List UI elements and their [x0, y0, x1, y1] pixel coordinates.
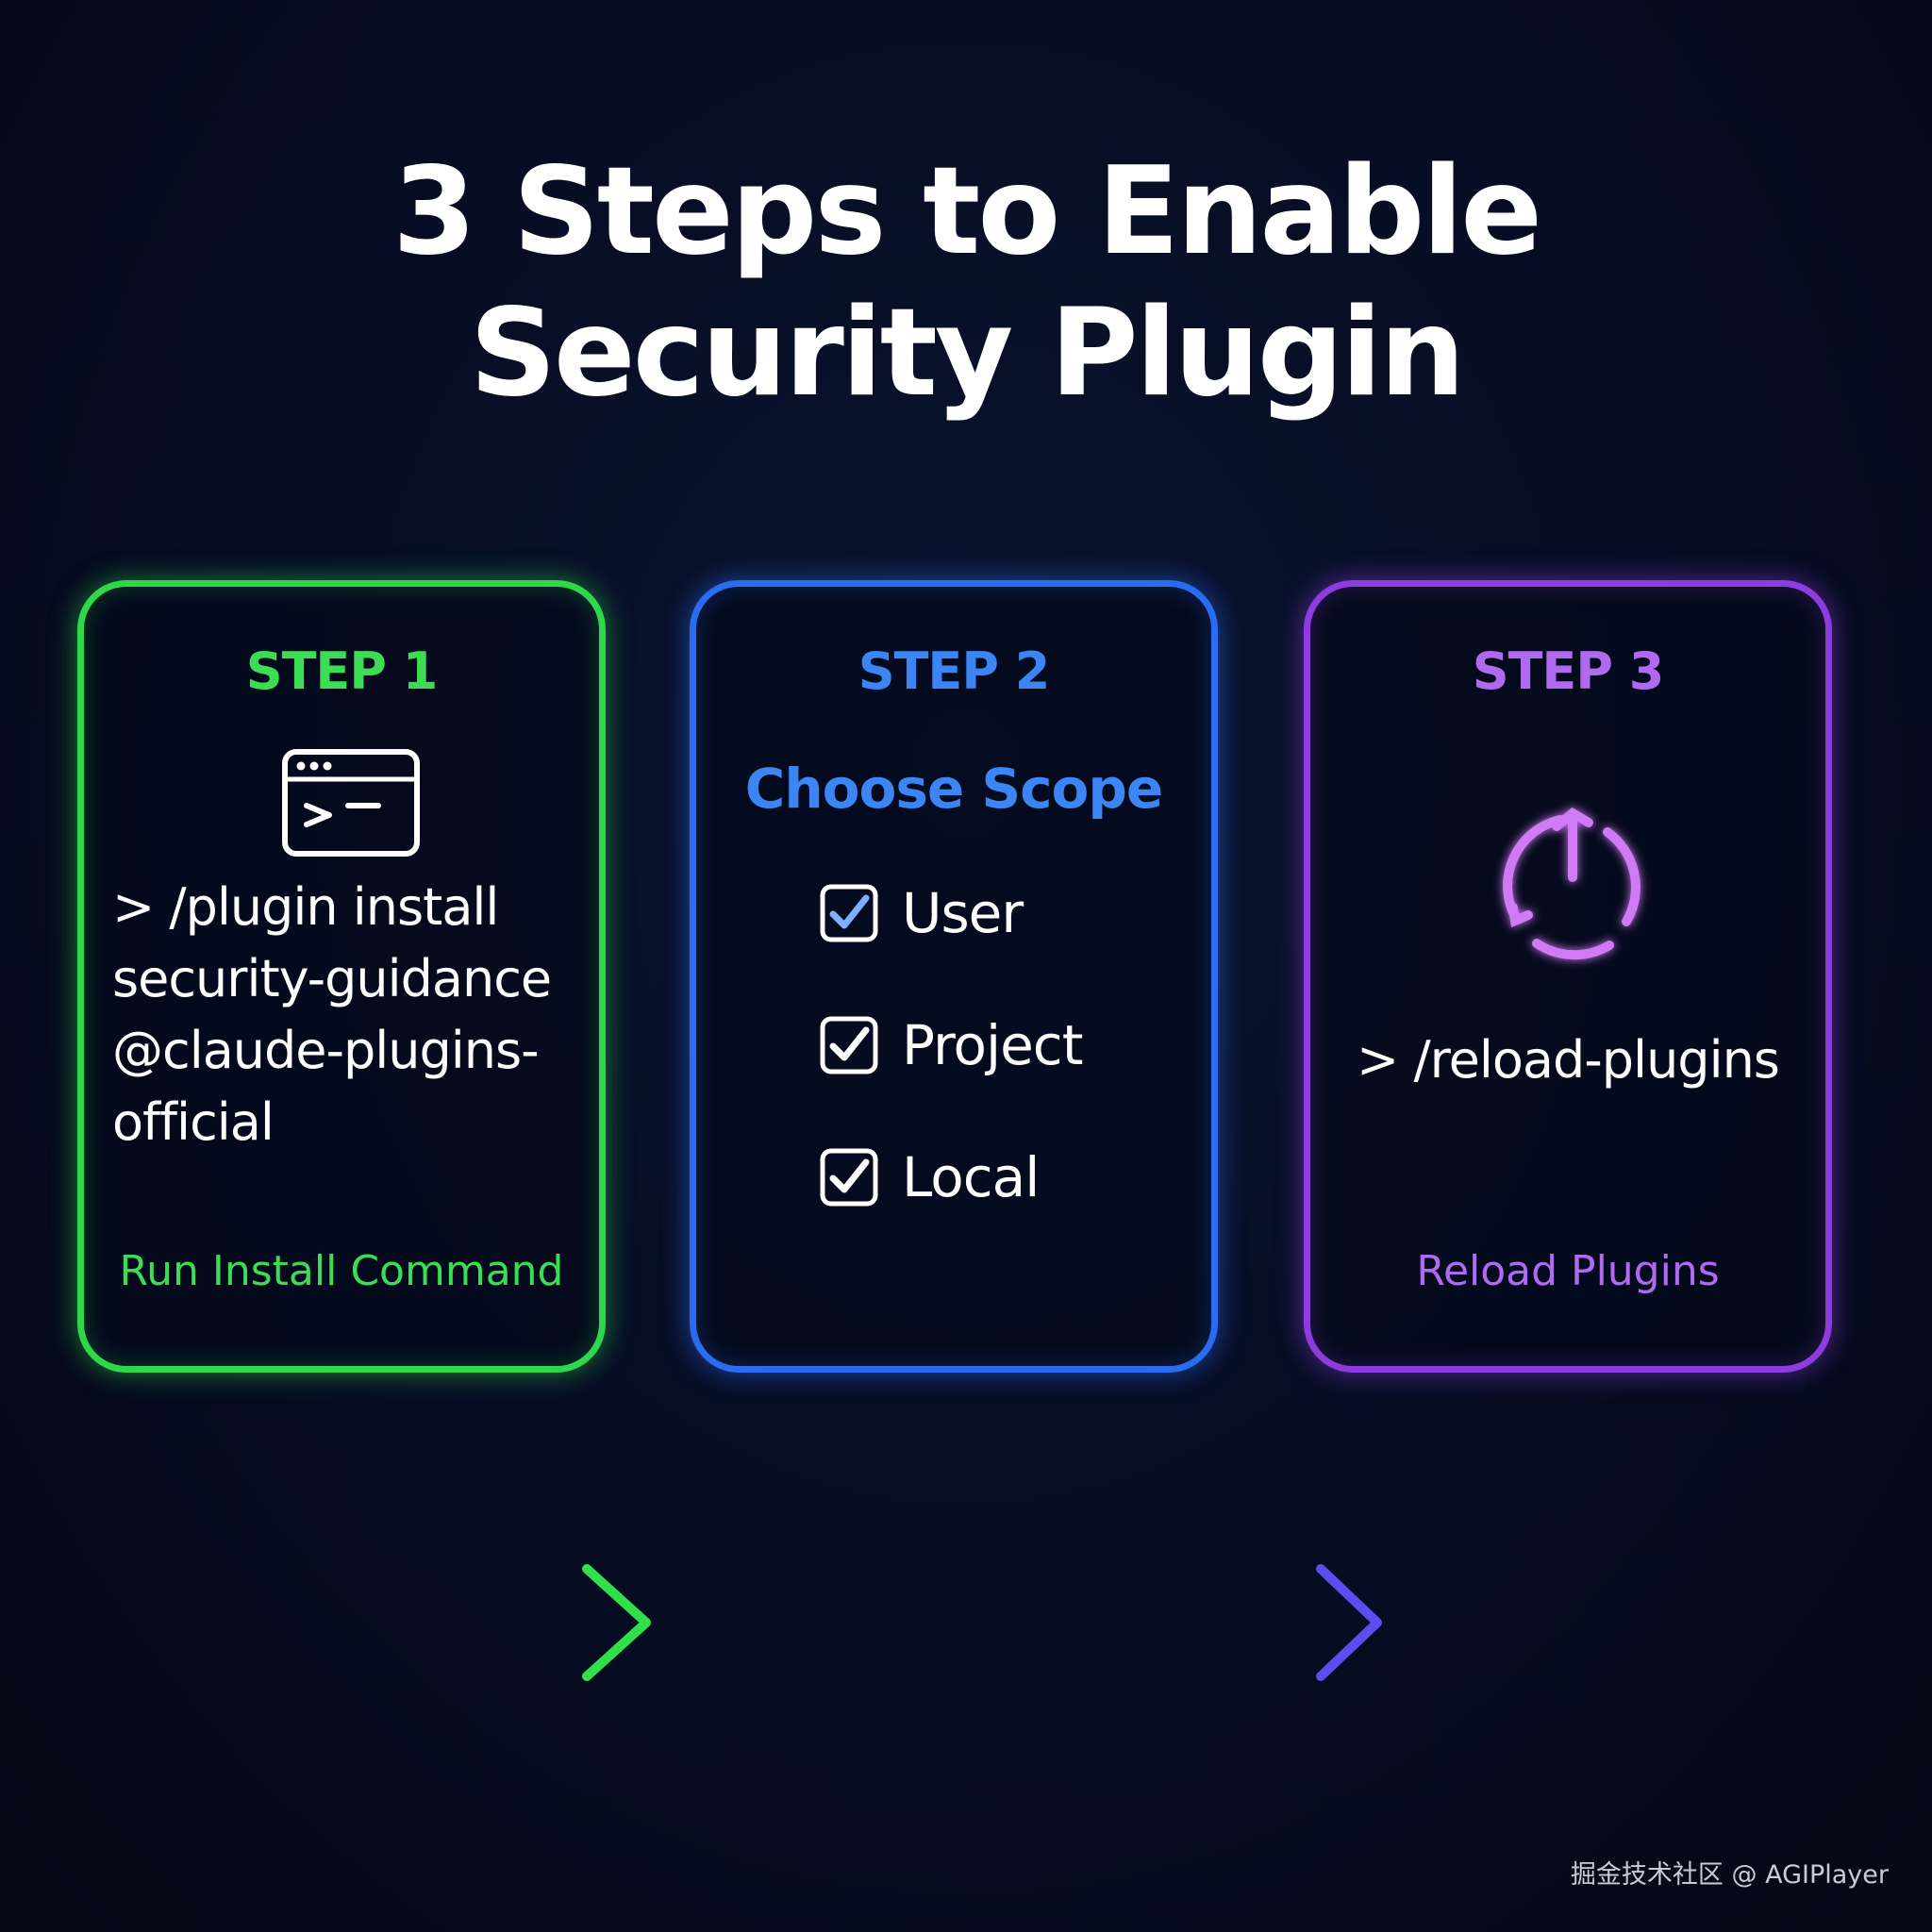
install-command-line-3: @claude-plugins- — [112, 1021, 540, 1080]
scope-options: User Project Local — [819, 879, 1196, 1275]
scope-option-user[interactable]: User — [819, 879, 1196, 1011]
reload-command: > /reload-plugins — [1357, 1030, 1780, 1090]
scope-option-label: Local — [902, 1145, 1040, 1209]
step-1-footer: Run Install Command — [119, 1247, 564, 1295]
install-command-line-1: > /plugin install — [112, 877, 499, 937]
scope-heading: Choose Scope — [744, 757, 1163, 821]
install-command: > /plugin install security-guidance @cla… — [112, 872, 593, 1158]
title-line-1: 3 Steps to Enable — [391, 142, 1542, 282]
title-line-2: Security Plugin — [469, 283, 1466, 424]
step-2-label: STEP 2 — [858, 641, 1051, 701]
checkbox-checked-icon[interactable] — [819, 1147, 879, 1208]
scope-option-project[interactable]: Project — [819, 1011, 1196, 1143]
step-1-label: STEP 1 — [245, 641, 439, 701]
scope-option-label: User — [902, 881, 1024, 945]
scope-option-label: Project — [902, 1013, 1083, 1077]
install-command-line-4: official — [112, 1092, 275, 1152]
watermark: 掘金技术社区 @ AGIPlayer — [1570, 1860, 1889, 1890]
arrow-right-icon — [995, 1564, 1382, 1681]
step-1-card: STEP 1 > /plugin install security-guidan… — [77, 580, 606, 1373]
step-3-label: STEP 3 — [1472, 641, 1665, 701]
scope-option-local[interactable]: Local — [819, 1143, 1196, 1275]
terminal-icon — [282, 749, 420, 857]
step-3-footer: Reload Plugins — [1416, 1247, 1720, 1295]
install-command-line-2: security-guidance — [112, 949, 552, 1008]
checkbox-checked-icon[interactable] — [819, 883, 879, 943]
checkbox-checked-icon[interactable] — [819, 1015, 879, 1075]
step-2-card: STEP 2 Choose Scope User Project Local — [690, 580, 1218, 1373]
step-3-card: STEP 3 > /reload-plugins Reload Plugins — [1304, 580, 1832, 1373]
reload-icon — [1503, 807, 1641, 960]
page-title: 3 Steps to Enable Security Plugin — [0, 142, 1932, 425]
arrow-right-icon — [344, 1564, 651, 1681]
